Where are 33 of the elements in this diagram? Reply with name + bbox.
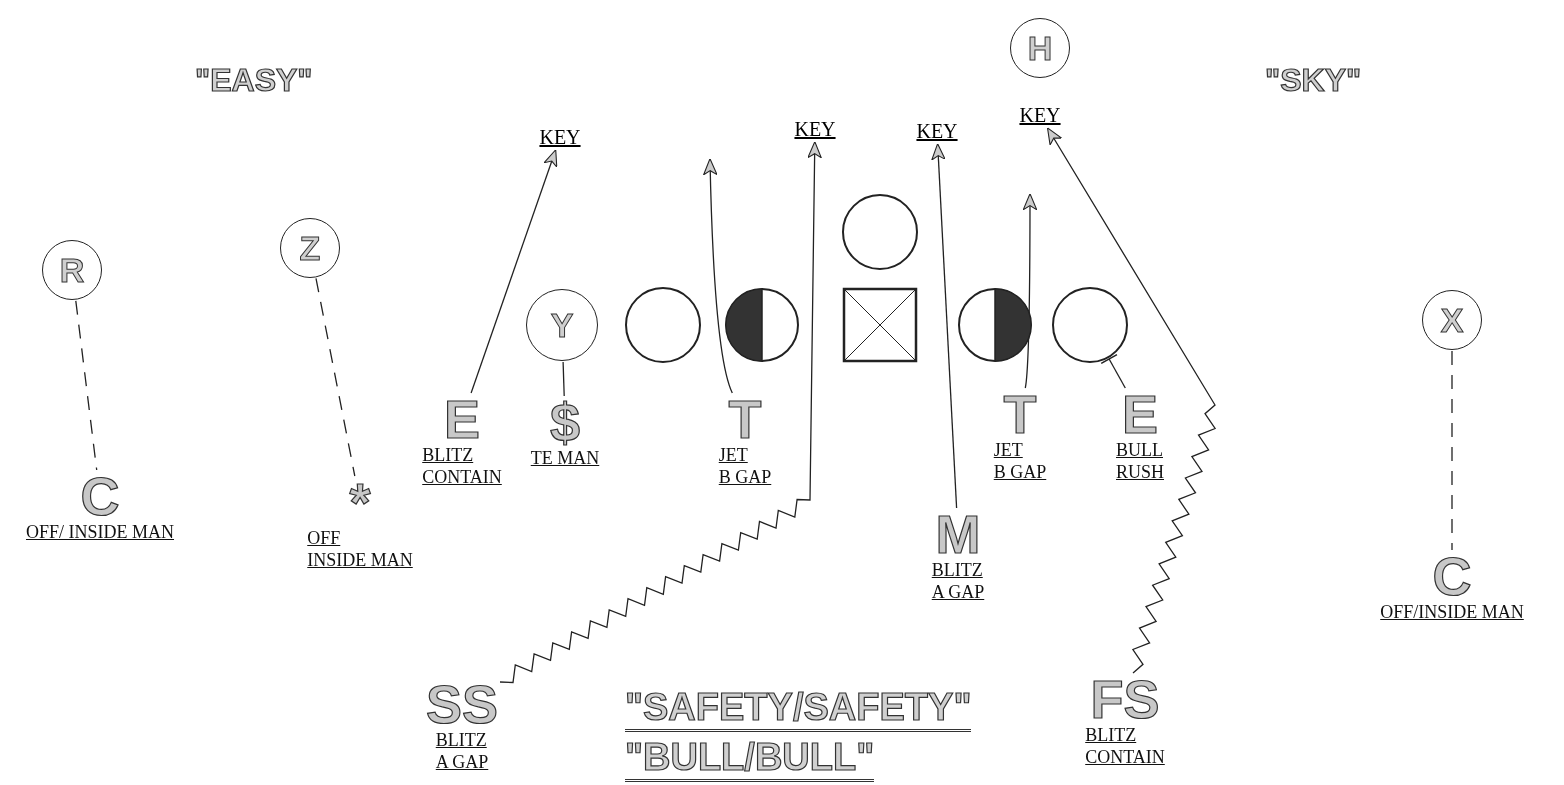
defender-letter: E: [444, 395, 480, 444]
player-circle: X: [1422, 290, 1482, 350]
block-line: [1100, 353, 1126, 389]
player-circle: R: [42, 240, 102, 300]
defender-letter: C: [1432, 552, 1472, 601]
arrow: [703, 158, 733, 394]
dashed-line: [1451, 350, 1453, 551]
dashed-line: [315, 277, 356, 477]
defender-letter: $: [549, 398, 580, 447]
play-call-label: "SAFETY/SAFETY": [625, 686, 972, 732]
defender-letter: M: [935, 510, 981, 559]
defender-letter: T: [728, 395, 762, 444]
line: [562, 361, 565, 397]
defender-letter: E: [1122, 390, 1158, 439]
defender-letter: *: [349, 478, 371, 527]
zigzag-arrow: [499, 141, 822, 684]
half-shaded-circle: [724, 287, 800, 363]
player-circle: Z: [280, 218, 340, 278]
defender-letter: SS: [426, 680, 498, 729]
play-call-label: "SKY": [1265, 62, 1362, 99]
defender-letter: T: [1003, 390, 1037, 439]
player-circle: Y: [526, 289, 598, 361]
player-circle: H: [1010, 18, 1070, 78]
play-call-label: "BULL/BULL": [625, 736, 875, 782]
defender-letter: FS: [1090, 675, 1160, 724]
center-square: [842, 287, 918, 363]
defender-letter: C: [80, 472, 120, 521]
arrow: [931, 143, 958, 509]
half-shaded-circle: [957, 287, 1033, 363]
arrow: [470, 149, 558, 394]
dashed-line: [75, 300, 98, 471]
zigzag-arrow: [1047, 127, 1217, 674]
play-call-label: "EASY": [195, 62, 313, 99]
